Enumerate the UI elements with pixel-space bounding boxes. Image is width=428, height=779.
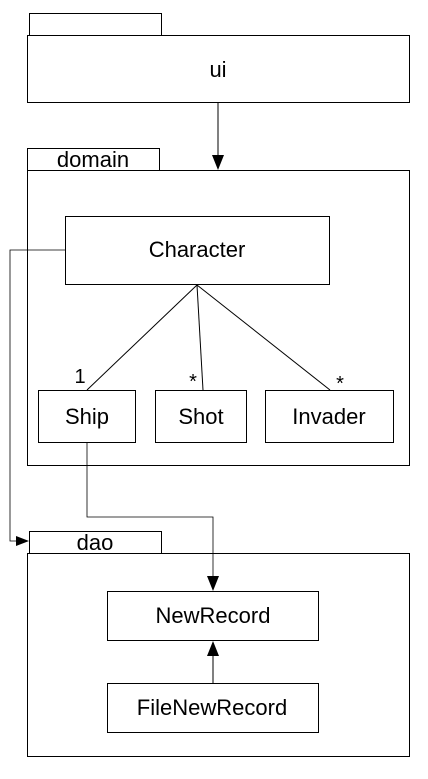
class-shot: Shot (155, 390, 247, 443)
dependency-line (9, 249, 65, 542)
dependency-ui-to-domain (212, 102, 224, 170)
association-character-shot (196, 284, 204, 391)
class-filenewrecord: FileNewRecord (107, 683, 319, 733)
package-ui-tab (29, 13, 162, 36)
dependency-ship-to-newrecord (86, 443, 219, 591)
class-newrecord-box (107, 591, 319, 641)
dependency-line (86, 443, 214, 577)
class-invader: Invader (265, 390, 394, 443)
class-invader-label: Invader (292, 404, 365, 429)
package-ui-body (27, 35, 410, 103)
class-character-label: Character (149, 237, 246, 262)
class-character-box (65, 216, 330, 285)
class-newrecord: NewRecord (107, 591, 319, 641)
arrow-head (16, 536, 29, 546)
dependency-character-to-dao (9, 249, 65, 546)
arrow-head (212, 155, 224, 170)
arrow-head (207, 641, 219, 656)
associations (86, 284, 331, 391)
association-character-invader (196, 284, 331, 391)
class-ship-box (38, 390, 136, 443)
class-invader-box (265, 390, 394, 443)
arrow-head (207, 576, 219, 591)
class-newrecord-label: NewRecord (156, 603, 271, 628)
package-domain-label: domain (57, 147, 129, 172)
class-filenewrecord-label: FileNewRecord (137, 695, 287, 720)
association-character-ship (86, 284, 198, 391)
multiplicity-invader: * (336, 373, 344, 395)
class-ship-label: Ship (65, 404, 109, 429)
class-character: Character (65, 216, 330, 285)
class-shot-box (155, 390, 247, 443)
multiplicity-ship: 1 (74, 366, 85, 388)
package-ui: ui (27, 13, 410, 103)
package-dao-label: dao (77, 530, 114, 555)
package-ui-label: ui (209, 57, 226, 82)
multiplicity-shot: * (189, 371, 197, 393)
class-ship: Ship (38, 390, 136, 443)
class-filenewrecord-box (107, 683, 319, 733)
dependency-filenewrecord-to-newrecord (207, 641, 219, 683)
class-shot-label: Shot (178, 404, 223, 429)
